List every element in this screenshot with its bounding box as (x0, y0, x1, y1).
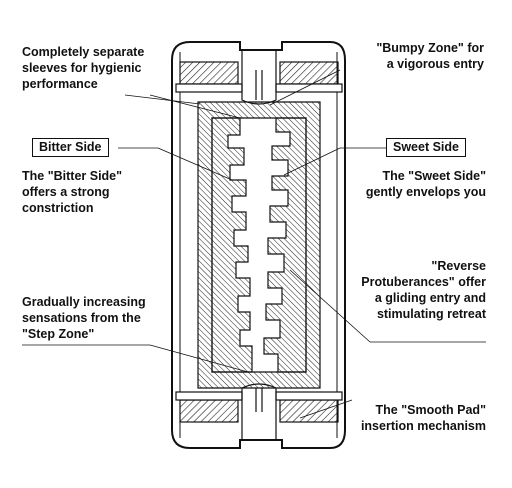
sweet-side-tag: Sweet Side (386, 138, 466, 157)
bitter-side-tag: Bitter Side (32, 138, 109, 157)
outer-casing (171, 41, 346, 449)
bottom-cap-assembly (175, 383, 343, 440)
label-hygienic-sleeves: Completely separate sleeves for hygienic… (22, 45, 145, 91)
top-cap-assembly (175, 50, 343, 105)
bitter-side-protrusions (211, 117, 253, 373)
label-reverse-protuberances: "Reverse Protuberances" offer a gliding … (361, 259, 486, 321)
label-sweet-side-description: The "Sweet Side" gently envelops you (365, 169, 486, 199)
label-bitter-side-description: The "Bitter Side" offers a strong constr… (22, 169, 123, 215)
label-step-zone: Gradually increasing sensations from the… (22, 295, 146, 341)
leader-lines (22, 69, 486, 419)
sweet-side-protrusions (263, 117, 307, 373)
label-bumpy-zone: "Bumpy Zone" for a vigorous entry (376, 41, 484, 71)
label-smooth-pad: The "Smooth Pad" insertion mechanism (360, 403, 486, 433)
